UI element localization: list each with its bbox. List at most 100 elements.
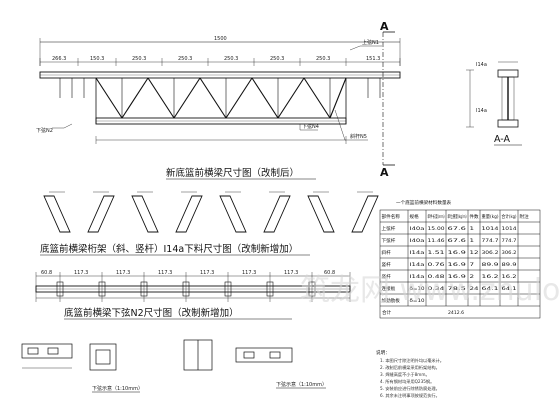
table-cell: δ=10: [410, 286, 425, 292]
note-line: 6. 其余未注明事项按规范执行。: [380, 392, 440, 399]
note-line: 2. 改制后前横梁采用桁架结构。: [380, 364, 440, 371]
chord-dimension: 117.3: [158, 270, 172, 276]
table-cell: 16.9: [448, 250, 467, 256]
chord-dimension: 117.3: [74, 270, 88, 276]
chord-dimension: 117.3: [116, 270, 130, 276]
table-cell: 1014: [502, 226, 517, 232]
table-cell: 16.2: [482, 274, 499, 280]
callout-bottom-chord: 下弦N2: [36, 127, 53, 134]
chord-dimension: 117.3: [242, 270, 256, 276]
note-line: 4. 所有钢材均采用Q235钢。: [380, 378, 434, 385]
section-marker-bottom: A: [380, 166, 389, 179]
member-shape: [87, 195, 115, 233]
table-header-cell: 合计(kg): [502, 213, 517, 220]
table-cell: 78.5: [448, 286, 467, 292]
segment-dimension: 250.3: [270, 56, 284, 62]
member-shape: [219, 195, 247, 233]
table-cell: 上弦杆: [382, 225, 396, 232]
table-cell: I14a: [410, 262, 425, 268]
member-shape: [351, 195, 379, 233]
member-shape: [175, 195, 203, 233]
member-shape: [43, 195, 71, 233]
table-cell: 加劲肋板: [382, 297, 401, 304]
notes-list: 1. 本图尺寸除注明外均以毫米计。2. 改制后前横梁采用桁架结构。3. 焊缝高度…: [380, 357, 444, 399]
table-cell: 竖杆: [382, 261, 392, 268]
table-cell: I40a: [410, 226, 425, 232]
table-cell: 斜杆: [382, 249, 392, 256]
table-header-cell: 规格: [410, 213, 420, 220]
member-shape: [263, 195, 291, 233]
member-shape: [131, 195, 159, 233]
table-cell: 1014: [482, 226, 499, 232]
callout-top-chord: 上弦N1: [362, 39, 379, 46]
section-a-a: [466, 61, 519, 128]
table-cell: 7: [470, 262, 475, 268]
member-callouts: [52, 45, 382, 141]
table-cell: 11.46: [428, 238, 445, 244]
table-cell: 12: [470, 250, 479, 256]
table-cell: δ=10: [410, 298, 425, 304]
section-label: A-A: [494, 134, 511, 145]
detail-2: [183, 339, 293, 371]
table-cell: 16.9: [448, 262, 467, 268]
notes-heading: 说明：: [376, 349, 390, 356]
segment-dimension: 250.3: [178, 56, 192, 62]
chord-dimension: 60.8: [324, 270, 335, 276]
segment-dimension: 266.3: [52, 56, 66, 62]
segment-dimension: 250.3: [224, 56, 238, 62]
detail-1: [21, 343, 117, 371]
table-cell: 0.48: [428, 274, 445, 280]
chord-n2-elevation: [35, 272, 351, 302]
segment-dimension: 150.3: [90, 56, 104, 62]
table-cell: 1.51: [428, 250, 445, 256]
members-title: 底篮前横梁桁架（斜、竖杆）I14a下料尺寸图（改制新增加）: [40, 243, 298, 255]
section-callout-2: I14a: [476, 108, 487, 114]
table-cell: 64.1: [482, 286, 499, 292]
table-cell: 89.9: [482, 262, 499, 268]
chord-dimension: 117.3: [284, 270, 298, 276]
member-cut-shapes: [43, 191, 379, 233]
table-header-cell: 附注: [520, 213, 530, 220]
table-header-cell: 部件名称: [382, 213, 401, 220]
table-cell: 89.9: [502, 262, 517, 268]
detail1-caption: 下弦示意（1:10mm）: [92, 385, 143, 392]
table-cell: 67.6: [448, 226, 467, 232]
table-header-cell: 重量(kg): [482, 213, 499, 220]
table-title: 一个底篮前横梁材料数量表: [396, 199, 452, 206]
segment-dimension: 250.3: [132, 56, 146, 62]
table-cell: 0.76: [428, 262, 445, 268]
detail2-caption: 下弦示意（1:10mm）: [276, 381, 327, 388]
watermark: 筑龙网 www.zhulong.com: [300, 273, 560, 308]
table-cell: 24: [470, 286, 479, 292]
material-table: 一个底篮前横梁材料数量表 部件名称 规格 单件长度(mm)单位重量(kg/m)件数重…: [379, 199, 541, 319]
table-cell: 1: [470, 238, 475, 244]
table-cell: 774.7: [502, 238, 517, 244]
table-total-label: 合计: [382, 309, 392, 316]
table-header-cell: 单件长度(mm): [428, 213, 445, 220]
callout-diagonal: 斜杆N5: [350, 133, 367, 140]
table-cell: 连接板: [382, 285, 396, 292]
table-cell: 2: [470, 274, 475, 280]
table-cell: I14a: [410, 274, 425, 280]
segment-dimension: 151.3: [366, 56, 380, 62]
table-cell: 67.6: [448, 238, 467, 244]
member-shape: [307, 195, 335, 233]
table-header-cell: 单位重量(kg/m): [448, 213, 467, 220]
table-header-cell: 件数: [470, 213, 479, 220]
table-cell: 竖杆: [382, 273, 392, 280]
table-cell: I40a: [410, 238, 425, 244]
table-cell: 64.1: [502, 286, 517, 292]
table-cell: 0.34: [428, 286, 445, 292]
chord-dimension: 117.3: [200, 270, 214, 276]
main-title: 新底篮前横梁尺寸图（改制后）: [166, 167, 299, 179]
table-cell: 774.7: [482, 238, 499, 244]
note-line: 1. 本图尺寸除注明外均以毫米计。: [380, 357, 444, 364]
table-cell: 306.2: [502, 250, 517, 256]
callout-bottom-chord-n4: 下弦N4: [302, 123, 319, 130]
section-callout-1: I14a: [476, 62, 487, 68]
chord-title: 底篮前横梁下弦N2尺寸图（改制新增加）: [64, 307, 239, 319]
table-cell: I14a: [410, 250, 425, 256]
